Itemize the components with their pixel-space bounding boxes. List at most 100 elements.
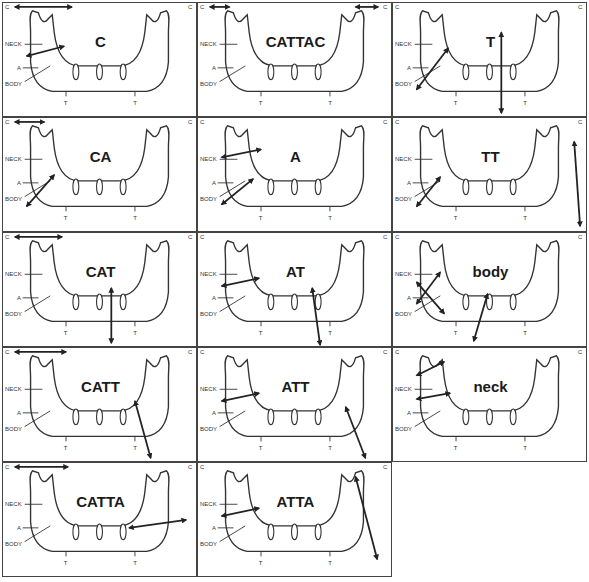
measurement-arrow: [417, 48, 449, 89]
mandible-panel: TCNECKABODYTTC: [392, 2, 587, 117]
leader-line: [66, 321, 67, 326]
mandible-panel: TTCNECKABODYTTC: [392, 117, 587, 232]
mandible-illustration: [198, 118, 391, 231]
tooth-symbol: [97, 524, 103, 540]
condyle-marker: C: [200, 4, 204, 10]
leader-line: [524, 91, 525, 96]
measurement-arrow: [222, 508, 259, 516]
measurement-arrow: [15, 121, 45, 123]
mandible-outline: [225, 126, 364, 207]
measurement-arrow: [210, 6, 230, 8]
tooth-marker: T: [328, 100, 332, 106]
leader-line: [218, 182, 234, 183]
condyle-marker: C: [188, 4, 192, 10]
tooth-marker: T: [133, 560, 137, 566]
condyle-marker: C: [578, 234, 582, 240]
measurement-arrow: [417, 177, 441, 206]
mandible-outline: [30, 126, 169, 207]
measurement-arrow: [346, 407, 366, 458]
tooth-symbol: [463, 64, 469, 80]
leader-line: [329, 91, 330, 96]
region-label: CATTA: [76, 494, 125, 509]
leader-line: [261, 206, 262, 211]
condyle-marker: C: [383, 119, 387, 125]
mandible-panel: bodyCNECKABODYTTC: [392, 232, 587, 347]
region-label: TT: [481, 149, 499, 164]
leader-line: [524, 436, 525, 441]
angle-marker: A: [17, 180, 21, 186]
tooth-marker: T: [64, 560, 68, 566]
mandible-panel: CATTACNECKABODYTTC: [2, 462, 197, 577]
mandible-outline: [420, 356, 559, 437]
angle-marker: A: [407, 295, 411, 301]
region-label: ATTA: [277, 494, 315, 509]
leader-line: [218, 412, 234, 413]
leader-line: [456, 321, 457, 326]
angle-marker: A: [407, 410, 411, 416]
tooth-symbol: [73, 64, 79, 80]
leader-line: [218, 527, 234, 528]
mandible-illustration: [3, 463, 196, 576]
body-marker: BODY: [200, 311, 217, 317]
tooth-marker: T: [523, 330, 527, 336]
measurement-arrow: [135, 401, 151, 458]
region-label: body: [473, 264, 509, 279]
tooth-marker: T: [133, 330, 137, 336]
condyle-marker: C: [200, 119, 204, 125]
mandible-illustration: [393, 118, 586, 231]
leader-line: [25, 44, 43, 45]
leader-line: [220, 389, 238, 390]
measurement-arrow: [417, 393, 450, 399]
tooth-symbol: [315, 409, 321, 425]
leader-line: [134, 206, 135, 211]
mandible-outline: [30, 241, 169, 322]
body-marker: BODY: [5, 541, 22, 547]
body-marker: BODY: [200, 81, 217, 87]
condyle-marker: C: [383, 234, 387, 240]
region-label: AT: [286, 264, 305, 279]
region-label: C: [95, 34, 106, 49]
mandible-panel: neckCNECKABODYTTC: [392, 347, 587, 462]
angle-marker: A: [212, 180, 216, 186]
tooth-marker: T: [133, 215, 137, 221]
measurement-arrow: [15, 466, 68, 468]
condyle-marker: C: [395, 349, 399, 355]
neck-marker: NECK: [200, 501, 217, 507]
leader-line: [220, 274, 238, 275]
leader-line: [25, 389, 43, 390]
condyle-marker: C: [200, 349, 204, 355]
leader-line: [134, 91, 135, 96]
mandible-outline: [420, 126, 559, 207]
mandible-outline: [30, 356, 169, 437]
leader-line: [413, 182, 429, 183]
mandible-panel: CACNECKABODYTTC: [2, 117, 197, 232]
mandible-panel: ATTCNECKABODYTTC: [197, 347, 392, 462]
tooth-symbol: [268, 524, 274, 540]
tooth-symbol: [268, 294, 274, 310]
mandible-illustration: [393, 348, 586, 461]
body-marker: BODY: [395, 311, 412, 317]
tooth-symbol: [292, 524, 298, 540]
leader-line: [25, 504, 43, 505]
region-label: A: [290, 149, 301, 164]
tooth-symbol: [463, 179, 469, 195]
body-marker: BODY: [5, 196, 22, 202]
tooth-symbol: [97, 409, 103, 425]
tooth-marker: T: [133, 100, 137, 106]
condyle-marker: C: [200, 234, 204, 240]
tooth-marker: T: [454, 330, 458, 336]
mandible-illustration: [3, 118, 196, 231]
measurement-arrow: [500, 32, 502, 113]
angle-marker: A: [17, 525, 21, 531]
tooth-marker: T: [523, 215, 527, 221]
measurement-arrow: [417, 272, 441, 303]
angle-marker: A: [212, 410, 216, 416]
tooth-marker: T: [133, 445, 137, 451]
body-marker: BODY: [395, 81, 412, 87]
body-marker: BODY: [200, 196, 217, 202]
tooth-symbol: [510, 409, 516, 425]
neck-marker: NECK: [200, 41, 217, 47]
tooth-symbol: [73, 524, 79, 540]
leader-line: [524, 206, 525, 211]
tooth-symbol: [120, 294, 126, 310]
